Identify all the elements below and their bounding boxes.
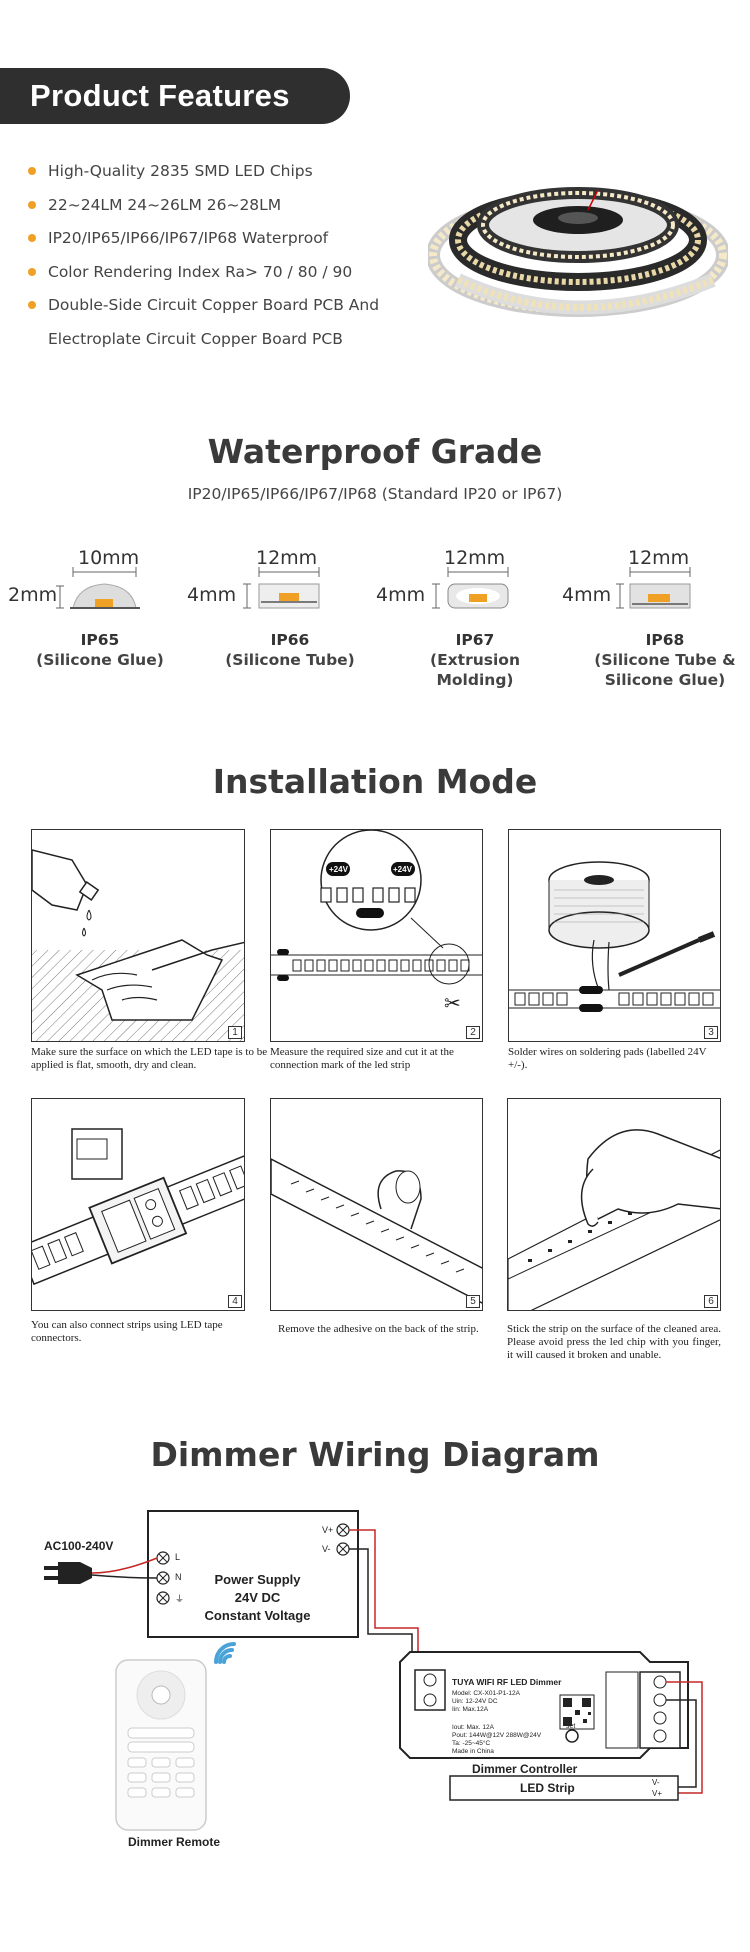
remote-label: Dimmer Remote (128, 1835, 221, 1849)
waterproof-subtitle: IP20/IP65/IP66/IP67/IP68 (Standard IP20 … (187, 485, 563, 503)
pad-label: +24V (393, 865, 413, 874)
step-number: 5 (466, 1295, 480, 1308)
strip-terminal-vplus: V+ (652, 1789, 663, 1798)
psu-label: Power Supply 24V DC Constant Voltage (204, 1572, 311, 1623)
controller-specs-top: Model: CX-X01-P1-12A Uin: 12-24V DC Iin:… (452, 1690, 520, 1713)
step-number: 3 (704, 1026, 718, 1039)
wiring-title: Dimmer Wiring Diagram (150, 1435, 600, 1474)
scissors-icon: ✂ (444, 991, 461, 1015)
strip-terminal-vminus: V- (652, 1778, 660, 1787)
psu-terminal-ground: ⏚ (175, 1594, 185, 1604)
bullet-icon (28, 200, 36, 209)
psu-terminal-n: N (175, 1572, 182, 1582)
install-step-5-image: 5 (270, 1098, 483, 1311)
install-step-2-image: +24V +24V ✂ 2 (270, 829, 483, 1042)
feature-item-continued: Electroplate Circuit Copper Board PCB (48, 329, 343, 348)
led-strip-label: LED Strip (520, 1781, 575, 1795)
ac-voltage-label: AC100-240V (44, 1539, 114, 1553)
ip65-profile-icon (56, 567, 140, 609)
install-step-4-caption: You can also connect strips using LED ta… (31, 1319, 223, 1344)
step-number: 4 (228, 1295, 242, 1308)
ip66-width: 12mm (256, 547, 318, 569)
bullet-icon (28, 267, 36, 276)
ip68-width: 12mm (628, 547, 690, 569)
pad-label: +24V (329, 865, 349, 874)
ip67-height: 4mm (376, 584, 426, 606)
ip68-profile-icon (616, 567, 691, 609)
install-step-2-caption: Measure the required size and cut it at … (270, 1046, 454, 1071)
feature-item: High-Quality 2835 SMD LED Chips (28, 158, 448, 192)
controller-label: Dimmer Controller (472, 1762, 578, 1776)
bullet-icon (28, 234, 36, 242)
install-step-6-image: 6 (507, 1098, 721, 1311)
ip66-label: IP66 (Silicone Tube) (225, 631, 355, 669)
psu-output-vminus: V- (322, 1544, 331, 1554)
psu-output-vplus: V+ (322, 1525, 334, 1535)
wifi-icon (214, 1642, 236, 1664)
controller-title: TUYA WIFI RF LED Dimmer (452, 1677, 562, 1687)
install-step-1-caption: Make sure the surface on which the LED t… (31, 1046, 268, 1071)
ip67-profile-icon (432, 567, 509, 609)
ip66-height: 4mm (187, 584, 237, 606)
bullet-icon (28, 301, 36, 309)
ip68-label: IP68 (Silicone Tube & Silicone Glue) (594, 631, 736, 689)
ip65-width: 10mm (78, 547, 140, 569)
section-banner: Product Features (0, 68, 350, 124)
feature-item: 22~24LM 24~26LM 26~28LM (28, 192, 448, 226)
ip67-width: 12mm (444, 547, 506, 569)
install-step-1-image: 1 (31, 829, 245, 1042)
ip65-height: 2mm (8, 584, 58, 606)
feature-item: Double-Side Circuit Copper Board PCB And (28, 292, 448, 326)
install-step-5-caption: Remove the adhesive on the back of the s… (278, 1323, 479, 1335)
wiring-diagram (44, 1510, 703, 1831)
ip65-label: IP65 (Silicone Glue) (36, 631, 164, 669)
step-number: 6 (704, 1295, 718, 1308)
feature-item: Color Rendering Index Ra> 70 / 80 / 90 (28, 259, 448, 293)
ip68-height: 4mm (562, 584, 612, 606)
ip66-profile-icon (243, 567, 320, 609)
install-step-3-image: 3 (508, 829, 721, 1042)
bullet-icon (28, 167, 36, 175)
ip67-label: IP67 (Extrusion Molding) (430, 631, 520, 689)
waterproof-title: Waterproof Grade (207, 432, 543, 471)
controller-specs-bottom: Iout: Max. 12A Pout: 144W@12V 288W@24V T… (452, 1724, 542, 1755)
feature-item: IP20/IP65/IP66/IP67/IP68 Waterproof (28, 225, 448, 259)
install-step-4-image: 4 (31, 1098, 245, 1311)
step-number: 2 (466, 1026, 480, 1039)
banner-title: Product Features (30, 78, 290, 113)
set-button-label: set (566, 1723, 576, 1730)
led-reel-image (428, 187, 728, 317)
install-step-6-caption: Stick the strip on the surface of the cl… (507, 1323, 721, 1361)
install-step-3-caption: Solder wires on soldering pads (labelled… (508, 1046, 707, 1071)
step-number: 1 (228, 1026, 242, 1039)
psu-terminal-l: L (175, 1552, 181, 1562)
feature-list: High-Quality 2835 SMD LED Chips 22~24LM … (28, 158, 448, 359)
installation-title: Installation Mode (212, 762, 538, 801)
